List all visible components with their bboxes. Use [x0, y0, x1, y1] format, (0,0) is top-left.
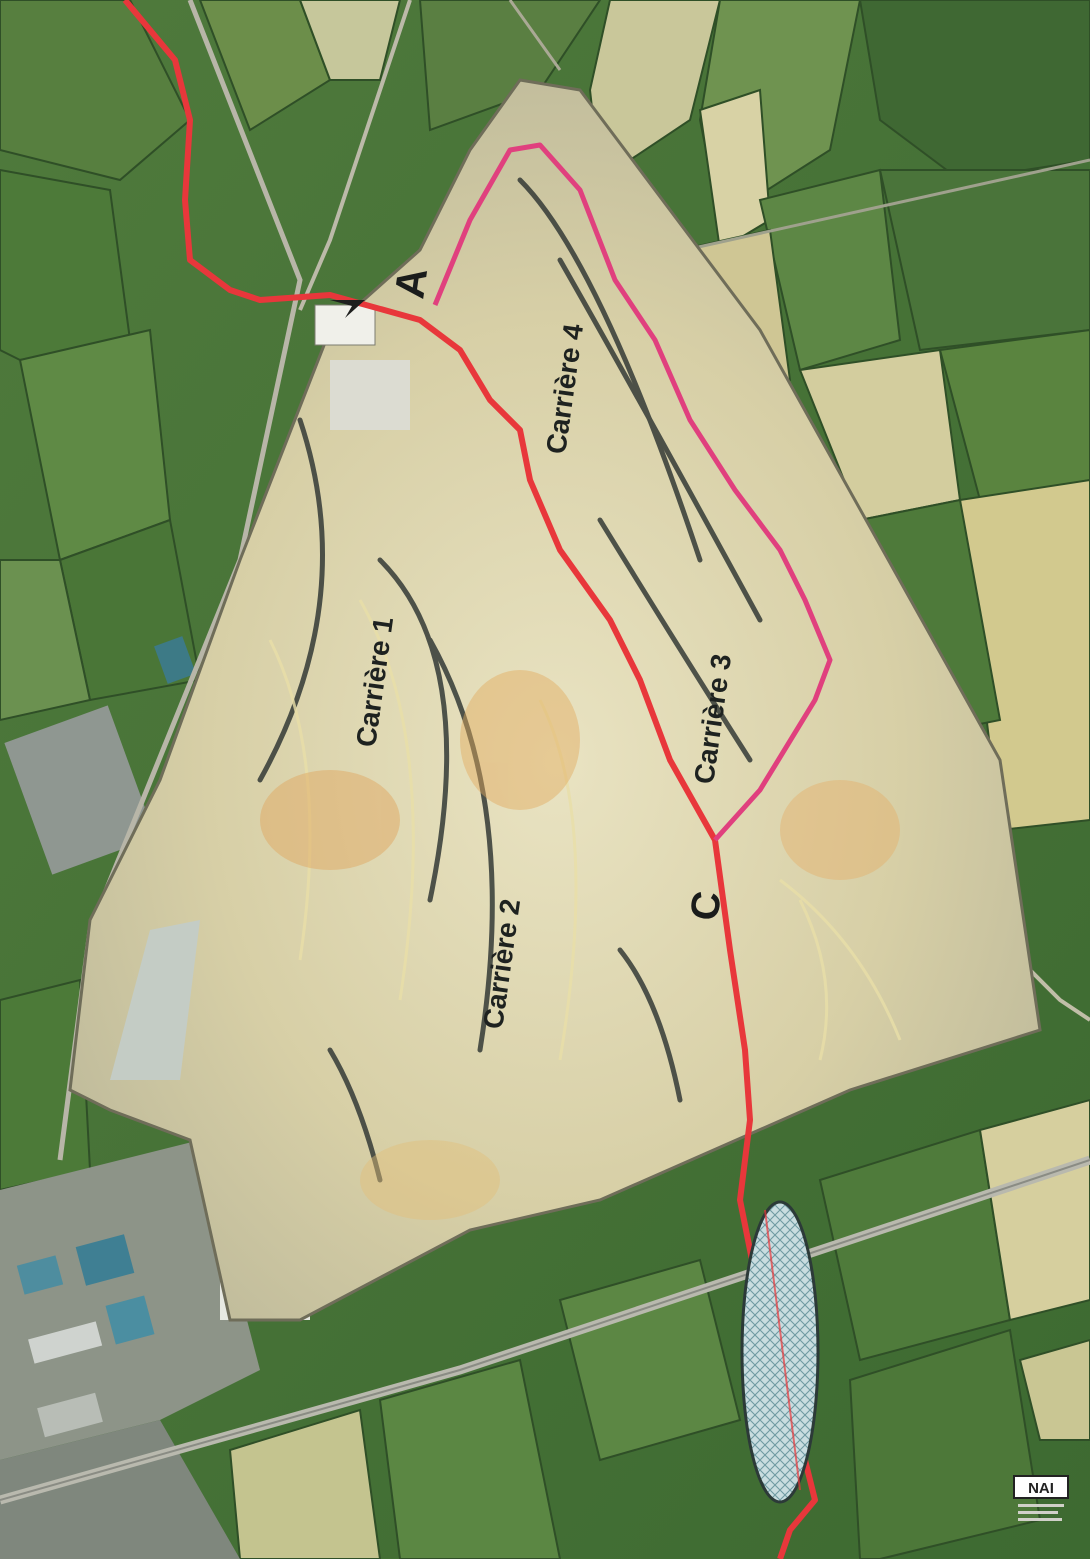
ochre-patches: [260, 670, 900, 1220]
logo-text: NAI: [1028, 1480, 1054, 1497]
point-label-a: A: [385, 265, 436, 302]
boundary-line: [432, 142, 833, 842]
hatched-zone: [740, 1200, 820, 1504]
quarry-site: [68, 78, 1042, 1322]
arrow-marker: [330, 300, 365, 318]
publisher-logo: NAI: [1012, 1474, 1070, 1532]
point-label-c: C: [682, 889, 730, 924]
